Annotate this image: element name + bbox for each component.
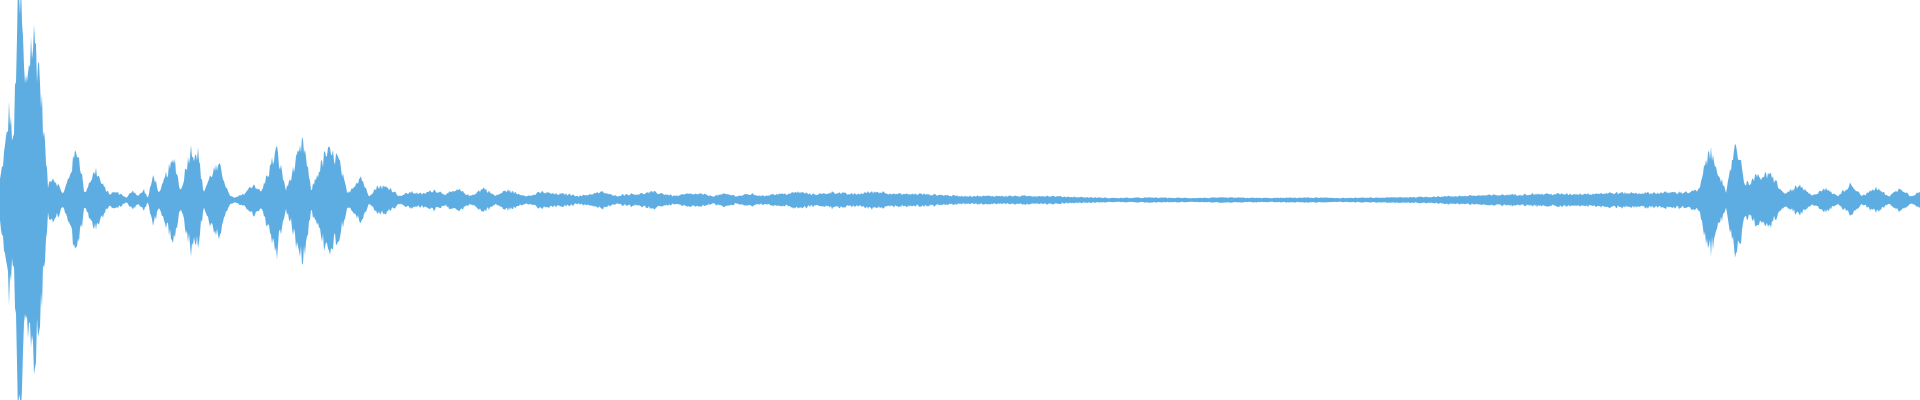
waveform-shape: [0, 0, 1920, 400]
audio-waveform[interactable]: [0, 0, 1920, 400]
